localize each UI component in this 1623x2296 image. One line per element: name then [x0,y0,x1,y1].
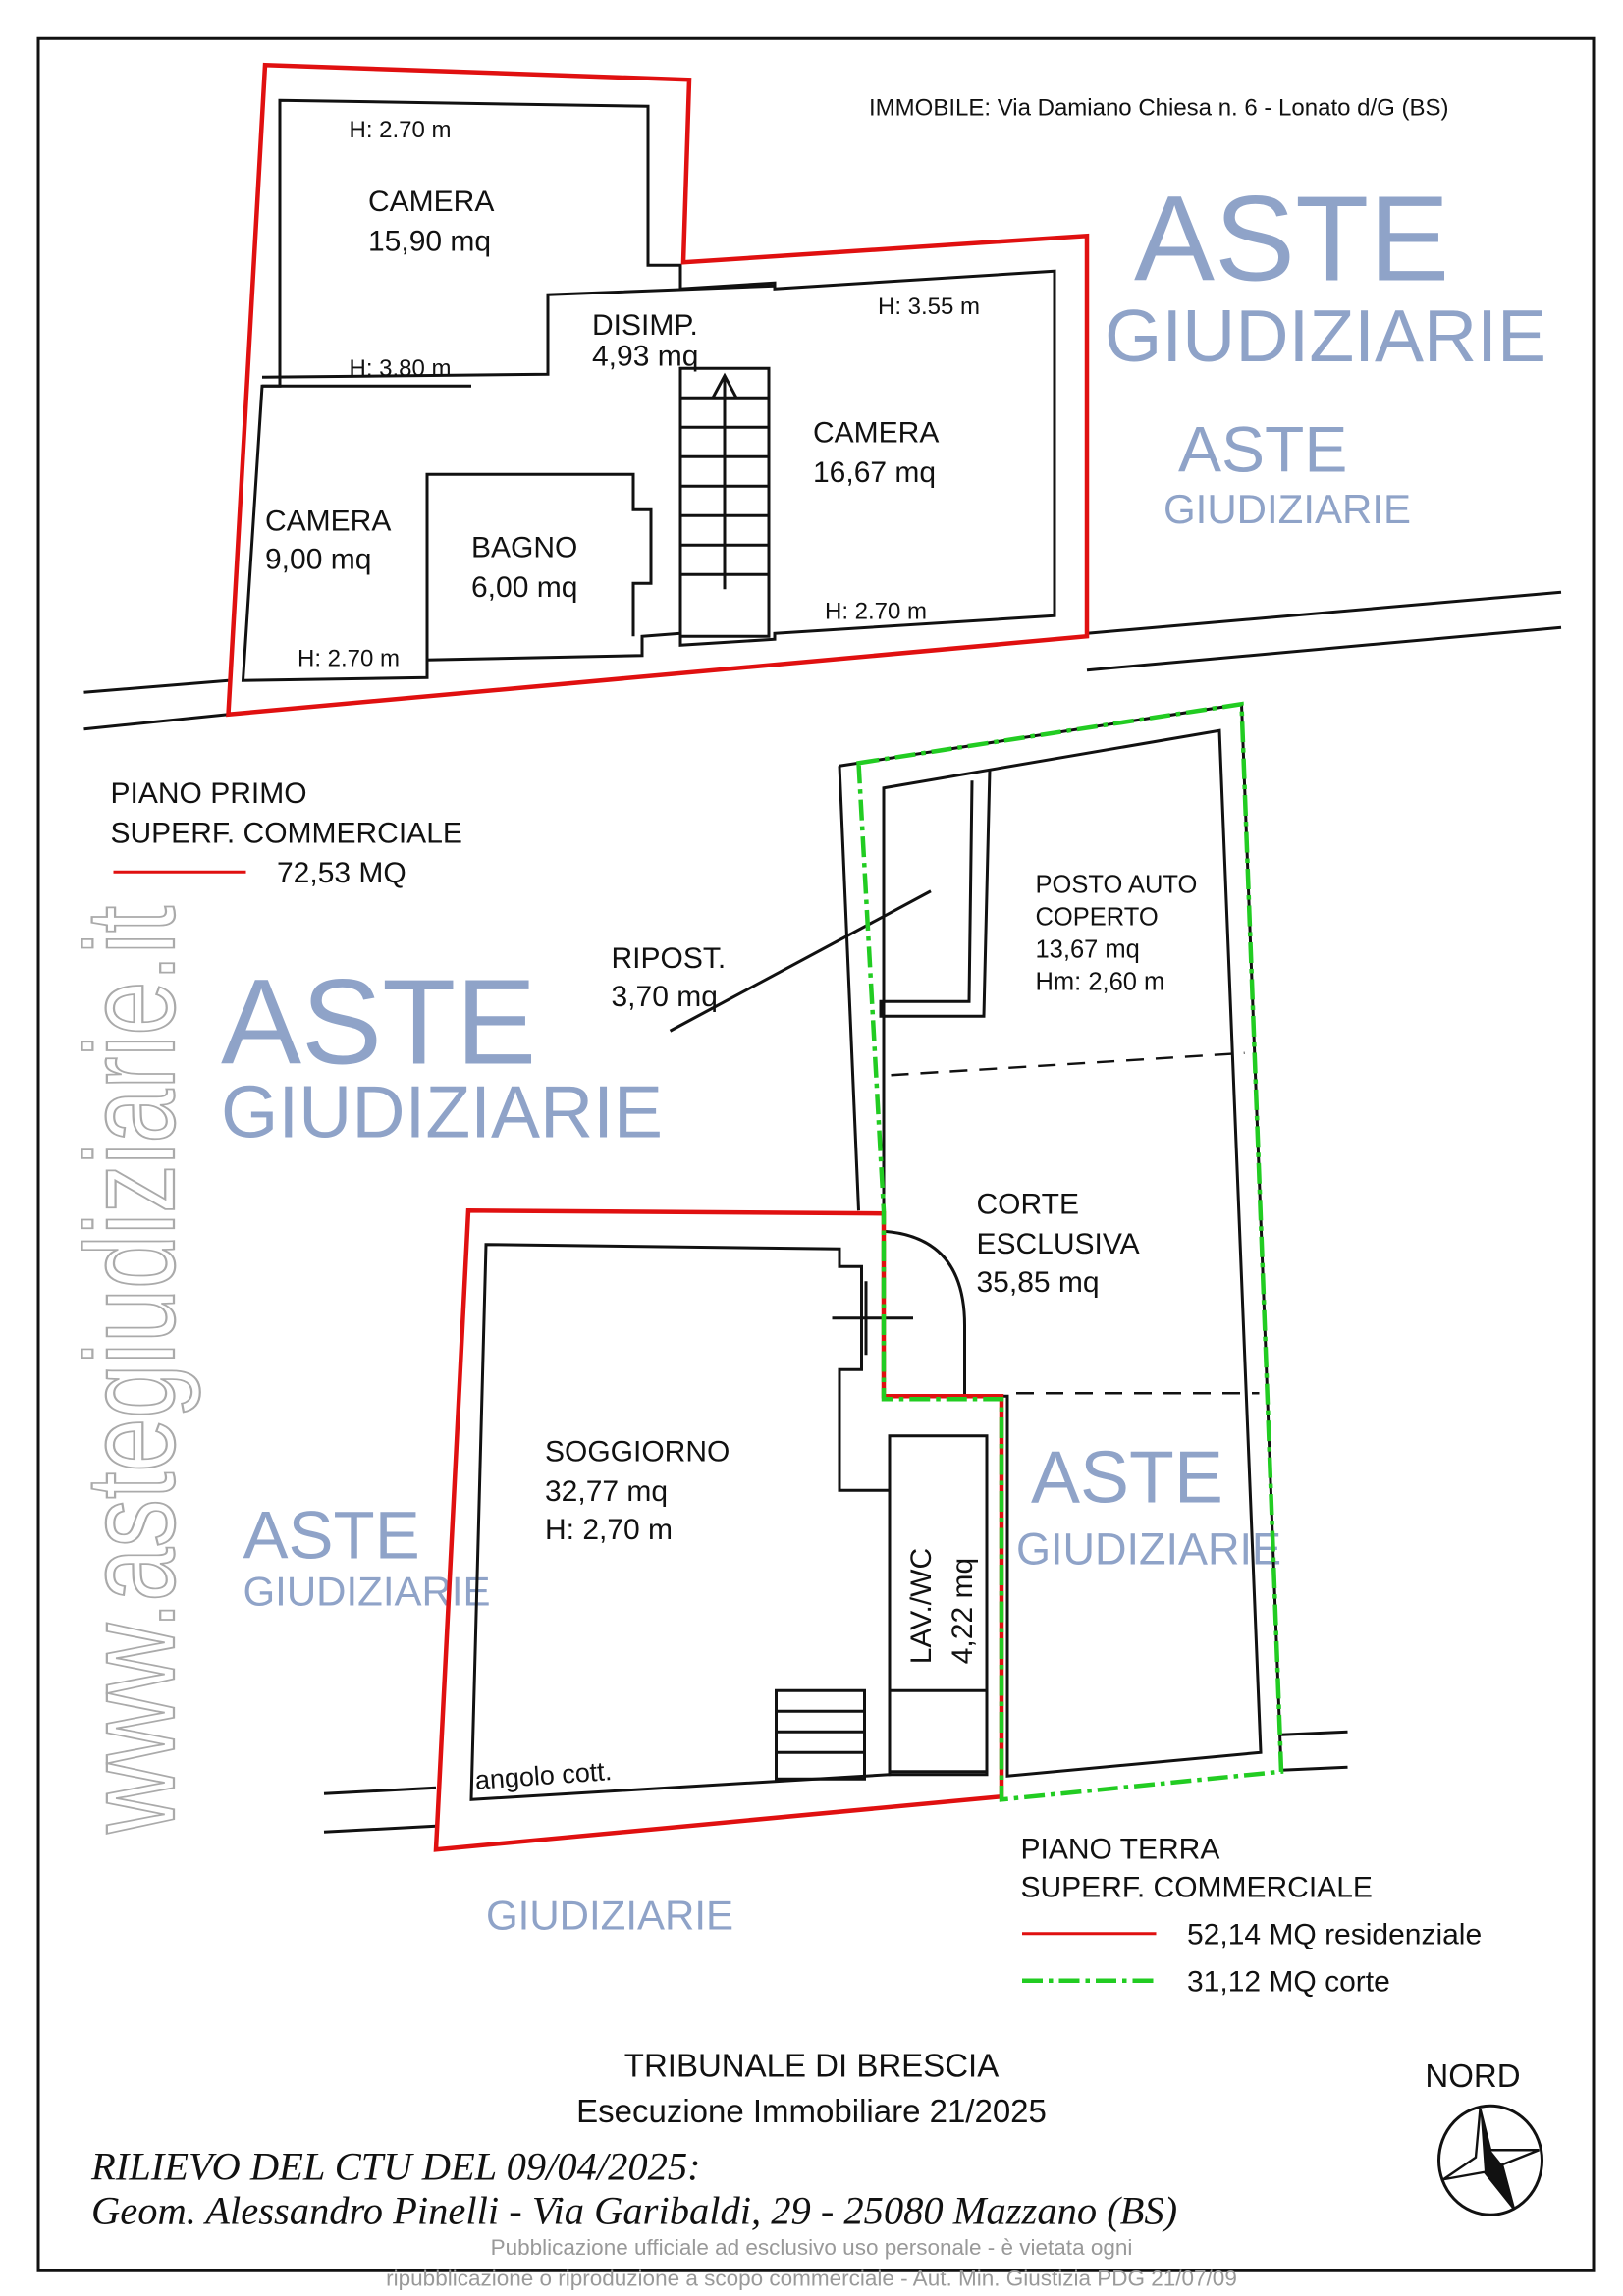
stair-icon [775,1688,866,1781]
room-area: 6,00 mq [471,571,577,604]
notice-line-1: Pubblicazione ufficiale ad esclusivo uso… [491,2235,1133,2260]
room-name: SOGGIORNO [545,1435,730,1468]
watermark-aste: ASTE [221,955,536,1090]
room-name: CAMERA [368,186,494,218]
property-address: IMMOBILE: Via Damiano Chiesa n. 6 - Lona… [869,94,1448,121]
legend-subtitle: SUPERF. COMMERCIALE [1021,1871,1373,1903]
surveyor: Geom. Alessandro Pinelli - Via Garibaldi… [91,2188,1177,2232]
room-name: POSTO AUTO [1036,871,1198,898]
ripost-area: 3,70 mq [612,981,718,1013]
legend-title: PIANO TERRA [1021,1833,1220,1865]
room-name: CAMERA [813,416,939,449]
watermark-giudiziarie: GIUDIZIARIE [1105,294,1546,377]
room-name: LAV./WC [905,1548,938,1664]
stair-icon [680,372,769,590]
room-name: DISIMP. [592,309,698,342]
room-height: Hm: 2,60 m [1036,968,1165,995]
room-name: CAMERA [265,505,391,537]
watermark-giudiziarie: GIUDIZIARIE [221,1070,663,1152]
watermark-aste: ASTE [1134,172,1449,306]
room-area: 9,00 mq [265,543,371,575]
height-label: H: 3.55 m [878,294,980,320]
north-label: NORD [1425,2057,1520,2094]
watermark-logo: ASTE GIUDIZIARIE ASTE GIUDIZIARIE ASTE G… [221,172,1546,1938]
legend-title: PIANO PRIMO [111,777,307,810]
compass-icon [1437,2104,1543,2216]
room-area: 4,22 mq [947,1558,979,1664]
watermark-giudiziarie: GIUDIZIARIE [1016,1523,1281,1574]
height-label: H: 2.70 m [825,598,927,624]
ground-floor-plan: RIPOST. 3,70 mq POSTO AUTO COPERTO 13,67… [323,701,1348,1852]
ground-floor-legend: PIANO TERRA SUPERF. COMMERCIALE 52,14 MQ… [1021,1833,1483,1998]
watermark-aste: ASTE [243,1497,420,1573]
legend-residential: 52,14 MQ residenziale [1187,1918,1482,1950]
height-label: H: 3.80 m [350,355,452,382]
angolo-cottura-label: angolo cott. [474,1756,613,1795]
notice-line-2: ripubblicazione o riproduzione a scopo c… [386,2266,1237,2290]
room-area: 32,77 mq [545,1475,668,1508]
watermark-giudiziarie: GIUDIZIARIE [243,1568,491,1614]
ripost-name: RIPOST. [612,942,727,975]
case-number: Esecuzione Immobiliare 21/2025 [576,2093,1047,2129]
court-title: TRIBUNALE DI BRESCIA [624,2047,999,2083]
height-label: H: 2.70 m [350,117,452,143]
watermark-aste: ASTE [1031,1435,1223,1518]
room-height: H: 2,70 m [545,1514,673,1546]
room-area: 15,90 mq [368,225,491,257]
first-floor-outline [226,62,1090,718]
watermark-aste: ASTE [1178,412,1347,485]
ground-floor-corte-outline [856,701,1284,1802]
legend-subtitle: SUPERF. COMMERCIALE [111,817,462,849]
room-name: CORTE [977,1188,1079,1220]
room-name: BAGNO [471,531,577,563]
room-name: ESCLUSIVA [977,1228,1140,1260]
ground-floor-residential-outline [433,1207,1004,1852]
room-area: 4,93 mq [592,340,698,372]
legend-value: 72,53 MQ [277,857,406,889]
first-floor-legend: PIANO PRIMO SUPERF. COMMERCIALE 72,53 MQ [111,777,462,889]
room-area: 16,67 mq [813,456,936,489]
room-area: 13,67 mq [1036,935,1140,963]
survey-date: RILIEVO DEL CTU DEL 09/04/2025: [90,2144,701,2188]
watermark-giudiziarie: GIUDIZIARIE [486,1892,733,1938]
page-frame [36,36,1596,2272]
door-swing [883,1229,966,1397]
first-floor-plan: IMMOBILE: Via Damiano Chiesa n. 6 - Lona… [83,62,1562,731]
ripost-leader-line [669,889,932,1033]
room-area: 35,85 mq [977,1266,1100,1299]
watermark-url: www.astegiudiziarie.it [60,906,201,1835]
watermark-giudiziarie: GIUDIZIARIE [1163,486,1411,532]
height-label: H: 2.70 m [298,645,400,671]
legend-corte: 31,12 MQ corte [1187,1965,1390,1998]
room-name: COPERTO [1036,903,1159,931]
